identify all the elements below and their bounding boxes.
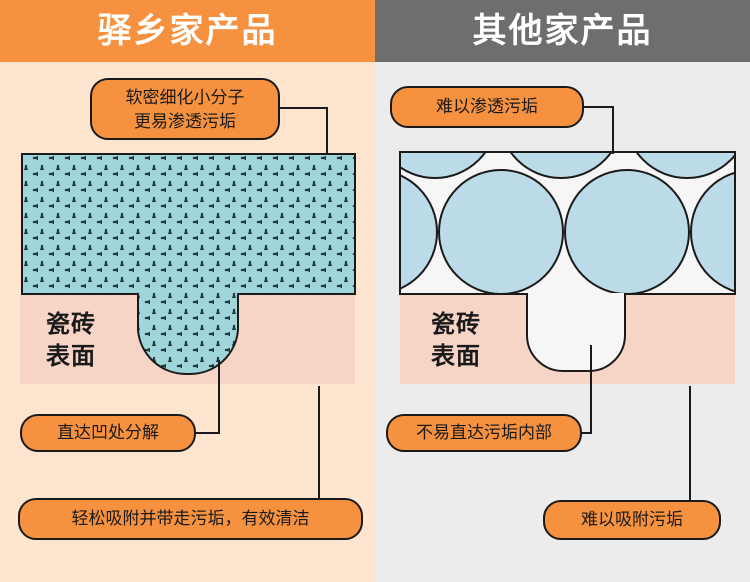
right-panel: 其他家产品 难以渗透污垢 瓷砖 表面 不易直达 bbox=[375, 0, 750, 582]
right-callout-bottom-connector bbox=[689, 386, 691, 500]
large-molecule bbox=[690, 171, 735, 293]
left-callout-bottom-connector bbox=[318, 386, 320, 498]
right-callout-top: 难以渗透污垢 bbox=[390, 86, 584, 128]
large-molecule bbox=[509, 152, 613, 179]
left-callout-middle-connector-v bbox=[218, 360, 220, 434]
left-panel: 驿乡家产品 软密细化小分子 更易渗透污垢 瓷砖 表面 直达凹处分解 bbox=[0, 0, 375, 582]
small-molecule-cluster bbox=[21, 153, 356, 376]
right-diagram bbox=[399, 151, 736, 384]
left-tile-label-line1: 瓷砖 bbox=[46, 310, 96, 338]
right-callout-top-connector-h bbox=[584, 106, 614, 108]
large-molecule bbox=[438, 169, 564, 294]
left-callout-top-connector-h bbox=[280, 107, 328, 109]
right-callout-bottom: 难以吸附污垢 bbox=[543, 500, 721, 540]
right-callout-middle-connector-v bbox=[590, 345, 592, 434]
right-tile-label-line2: 表面 bbox=[431, 342, 481, 370]
large-molecule bbox=[564, 169, 690, 294]
right-callout-top-connector-v bbox=[612, 106, 614, 154]
right-tile-label: 瓷砖 表面 bbox=[431, 308, 481, 372]
left-callout-bottom: 轻松吸附并带走污垢，有效清洁 bbox=[18, 498, 363, 540]
left-callout-middle-connector-h bbox=[196, 432, 220, 434]
left-callout-top-line2: 更易渗透污垢 bbox=[134, 112, 236, 132]
right-callout-middle: 不易直达污垢内部 bbox=[386, 414, 582, 452]
left-tile-label-line2: 表面 bbox=[46, 342, 96, 370]
large-molecule bbox=[400, 152, 487, 179]
left-diagram bbox=[20, 153, 356, 384]
right-header-title: 其他家产品 bbox=[375, 0, 750, 62]
right-tile-dip bbox=[526, 294, 626, 372]
right-tile-label-line1: 瓷砖 bbox=[431, 310, 481, 338]
left-callout-middle: 直达凹处分解 bbox=[20, 414, 196, 452]
left-callout-top: 软密细化小分子 更易渗透污垢 bbox=[90, 78, 280, 140]
large-molecule bbox=[400, 174, 438, 290]
left-callout-top-connector-v bbox=[326, 107, 328, 153]
left-header-title: 驿乡家产品 bbox=[0, 0, 375, 62]
right-callout-middle-connector-h bbox=[582, 432, 592, 434]
left-tile-label: 瓷砖 表面 bbox=[46, 308, 96, 372]
large-molecule bbox=[635, 152, 735, 179]
left-callout-top-line1: 软密细化小分子 bbox=[125, 88, 245, 108]
